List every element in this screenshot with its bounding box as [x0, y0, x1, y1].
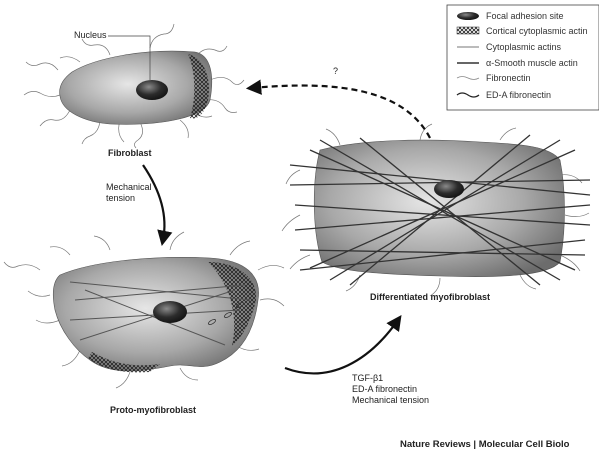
mechanical-tension-label: Mechanical tension — [352, 395, 429, 406]
myofibroblast-to-fibroblast-dashed-arrow — [252, 86, 430, 138]
journal-credit: Nature Reviews | Molecular Cell Biolo — [400, 439, 569, 450]
legend-label-smooth-muscle-actin: α-Smooth muscle actin — [486, 58, 578, 68]
legend-label-eda-fibronectin: ED-A fibronectin — [486, 90, 551, 100]
proto-myofibroblast-cell — [4, 232, 284, 388]
fibroblast-to-proto-arrow — [143, 165, 164, 240]
legend: Focal adhesion site Cortical cytoplasmic… — [447, 5, 599, 110]
legend-label-focal-adhesion: Focal adhesion site — [486, 11, 564, 21]
focal-adhesion-swatch-icon — [457, 12, 479, 20]
legend-label-fibronectin: Fibronectin — [486, 73, 531, 83]
fibroblast-nucleus-icon — [136, 80, 168, 100]
nucleus-label: Nucleus — [74, 30, 107, 41]
proto-myofibroblast-label: Proto-myofibroblast — [110, 405, 196, 416]
tgf-beta1-label: TGF-β1 — [352, 373, 383, 384]
eda-fibronectin-label: ED-A fibronectin — [352, 384, 417, 395]
proto-nucleus-icon — [153, 301, 187, 323]
myofibroblast-nucleus-icon — [434, 180, 464, 198]
mechanical-tension-label-line1: Mechanical — [106, 182, 152, 193]
fibroblast-body — [60, 51, 212, 124]
proto-to-myofibroblast-arrow — [285, 320, 398, 373]
legend-label-cytoplasmic-actins: Cytoplasmic actins — [486, 42, 562, 52]
question-mark-label: ? — [333, 66, 338, 77]
mechanical-tension-label-line2: tension — [106, 193, 135, 204]
differentiated-myofibroblast-label: Differentiated myofibroblast — [370, 292, 490, 303]
myofibroblast-cell — [282, 124, 590, 296]
fibroblast-cell — [24, 24, 244, 148]
fibroblast-label: Fibroblast — [108, 148, 152, 159]
cortical-actin-swatch-icon — [457, 27, 479, 34]
legend-label-cortical-actin: Cortical cytoplasmic actin — [486, 26, 588, 36]
